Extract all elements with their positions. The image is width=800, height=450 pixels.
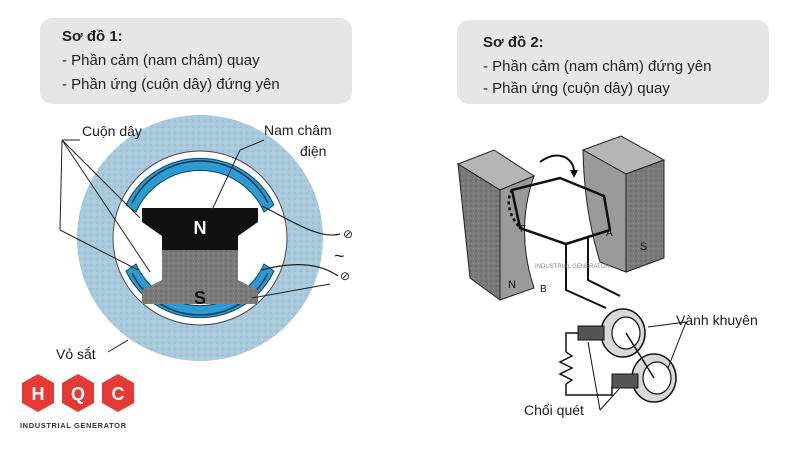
magnet-south-pole [142,250,258,304]
rotating-coil [510,176,612,246]
top-coil [125,157,275,213]
svg-text:C: C [112,384,125,404]
diagram1-line1: - Phần cảm (nam châm) quay [62,52,260,69]
svg-text:⊘: ⊘ [340,269,350,283]
diagram2-line2: - Phần ứng (cuộn dây) quay [483,80,670,97]
svg-text:⊘: ⊘ [343,227,353,241]
pole-n-label: N [194,218,207,238]
slip-rings-label: Vành khuyên [676,312,758,328]
magnet-north-pole [142,208,258,250]
diagram2-caption-box: Sơ đồ 2: - Phần cảm (nam châm) đứng yên … [457,20,769,104]
magnet-label-line1: Nam châm [264,122,332,138]
svg-text:Q: Q [71,384,85,404]
hqc-logo: H Q C INDUSTRIAL GENERATOR [20,372,140,434]
load-resistor [558,351,574,385]
brush-1 [577,325,605,341]
diagram2-title: Sơ đồ 2: [483,34,544,51]
pole-s-label: S [194,288,206,308]
diagram2-line1: - Phần cảm (nam châm) đứng yên [483,58,712,75]
svg-text:N: N [508,279,516,291]
watermark: INDUSTRIAL GENERATOR [535,264,610,270]
ac-symbol: ~ [334,246,345,266]
coil-label: Cuộn dây [82,123,142,139]
south-magnet-block [625,159,665,273]
brushes-label: Chổi quét [524,402,584,418]
svg-text:S: S [640,241,647,253]
svg-text:H: H [32,384,45,404]
svg-text:B: B [540,284,547,295]
brush-2 [611,373,639,389]
diagram1-caption-box: Sơ đồ 1: - Phần cảm (nam châm) quay - Ph… [40,18,352,104]
svg-text:F: F [520,224,526,235]
diagram1-title: Sơ đồ 1: [62,28,123,45]
hqc-logo-mark: H Q C [22,374,134,412]
logo-subtitle: INDUSTRIAL GENERATOR [20,421,127,430]
diagram1-line2: - Phần ứng (cuộn dây) đứng yên [62,76,280,93]
magnet-label-line2: điện [300,143,327,159]
shell-label: Vỏ sắt [56,346,96,362]
svg-text:A: A [606,228,613,239]
